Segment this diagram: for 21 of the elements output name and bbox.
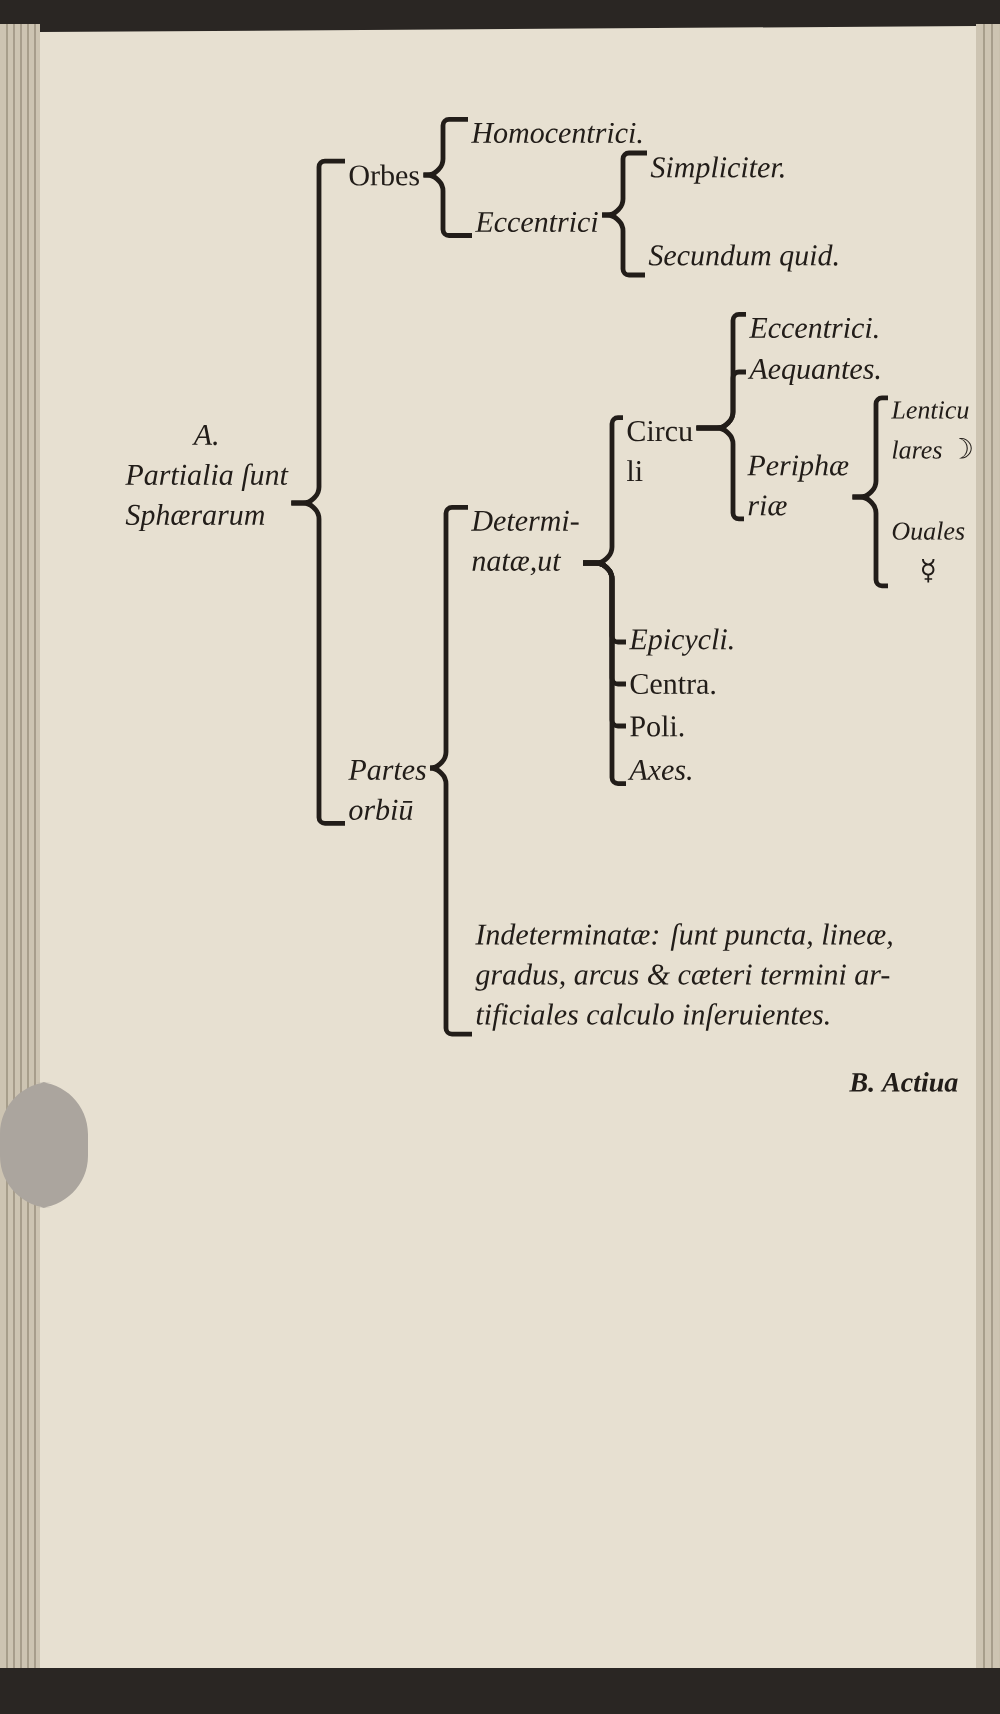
catchword: B. Actiua <box>849 1072 958 1092</box>
term-label: Determi- natæ,ut <box>471 510 579 576</box>
term-label: Indeterminatæ: ſunt puncta, lineæ, gradus, arcus & cæteri termini ar- tificiales calculo inſeruientes. <box>475 923 892 1031</box>
term-label: Partes orbiū <box>348 760 426 820</box>
term-label: Secundum quid. <box>648 244 838 272</box>
term-label: Aequantes. <box>747 358 880 386</box>
term-label: Centra. <box>630 673 715 695</box>
term-label: Axes. <box>627 759 691 781</box>
term-label: Poli. <box>630 715 684 737</box>
term-label: Homocentrici. <box>471 122 642 144</box>
term-label: Periphæ riæ <box>747 454 849 516</box>
term-label: A. Partialia ſunt Sphærarum <box>125 424 289 532</box>
term-label: Orbes <box>349 164 419 186</box>
brace-line <box>427 765 472 1037</box>
term-label: Simpliciter. <box>650 156 784 184</box>
term-label: Epicycli. <box>629 628 733 656</box>
term-label: Eccentrici. <box>749 317 878 339</box>
term-label: Ouales ☿ <box>892 521 965 583</box>
term-label: Circu li <box>627 421 693 481</box>
term-label: Eccentrici <box>475 211 598 233</box>
term-label: Lenticu lares ☽ <box>891 401 972 459</box>
